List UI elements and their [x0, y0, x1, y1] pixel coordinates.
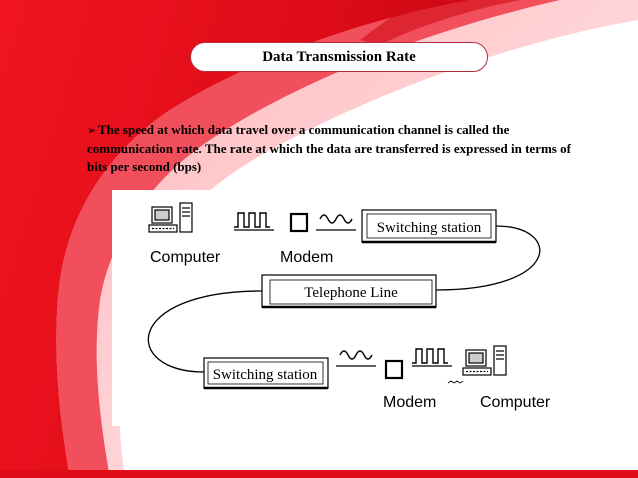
body-text: The speed at which data travel over a co… — [87, 122, 571, 174]
digital-signal-bottom-icon — [412, 348, 448, 364]
modem-bottom-icon — [384, 359, 404, 380]
modem-top-label: Modem — [280, 249, 333, 266]
switching-station-top-label: Switching station — [377, 220, 482, 236]
switching-station-bottom-label: Switching station — [213, 367, 318, 383]
computer-bottom-label: Computer — [480, 394, 551, 411]
computer-icon — [148, 202, 193, 233]
telephone-line: Telephone Line — [261, 274, 437, 309]
modem-icon — [289, 212, 309, 233]
analog-signal-icon — [319, 214, 353, 224]
telephone-line-label: Telephone Line — [304, 285, 398, 301]
switching-station-top: Switching station — [361, 209, 497, 244]
computer-bottom-icon — [447, 345, 507, 384]
digital-signal-icon — [234, 212, 270, 228]
modem-bottom-label: Modem — [383, 394, 436, 411]
slide-title: Data Transmission Rate — [190, 42, 488, 72]
computer-top-label: Computer — [150, 249, 221, 266]
transmission-diagram: Switching station Computer Modem Telepho… — [112, 190, 578, 426]
switching-station-bottom: Switching station — [203, 357, 329, 390]
body-paragraph: ➢The speed at which data travel over a c… — [87, 121, 577, 176]
bullet-arrow-icon: ➢ — [87, 124, 97, 137]
analog-signal-bottom-icon — [339, 350, 373, 360]
